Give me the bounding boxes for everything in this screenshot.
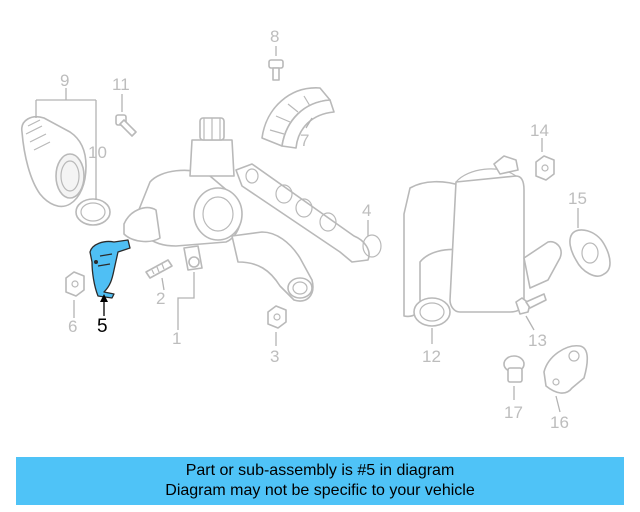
part-catalytic-converter-12[interactable] (403, 155, 562, 327)
part-bracket-16[interactable] (543, 345, 589, 394)
banner-line-2: Diagram may not be specific to your vehi… (165, 482, 475, 499)
callout-4: 4 (362, 201, 371, 220)
callout-7: 7 (300, 131, 309, 150)
callout-6: 6 (68, 317, 77, 336)
part-bolt-8[interactable] (268, 59, 284, 81)
part-gasket-15[interactable] (569, 229, 611, 277)
part-bracket-5-highlighted[interactable] (89, 239, 131, 299)
part-stud-2[interactable] (145, 259, 173, 279)
callout-5-highlighted: 5 (97, 316, 108, 337)
callout-12: 12 (422, 347, 441, 366)
callout-11: 11 (112, 75, 130, 94)
info-banner: Part or sub-assembly is #5 in diagram Di… (16, 457, 624, 505)
part-heat-shield-7[interactable] (261, 87, 335, 149)
part-exhaust-manifold[interactable] (231, 231, 314, 302)
callout-14: 14 (530, 121, 549, 140)
part-bolt-11[interactable] (115, 114, 137, 137)
part-o-ring-10[interactable] (75, 198, 111, 226)
callout-16: 16 (550, 413, 569, 432)
parts-diagram: 9 10 11 8 7 4 14 15 2 1 3 6 12 13 17 16 … (21, 27, 611, 432)
callout-13: 13 (528, 331, 547, 350)
part-intake-hose[interactable] (21, 116, 87, 208)
callout-labels: 9 10 11 8 7 4 14 15 2 1 3 6 12 13 17 16 … (60, 27, 587, 432)
part-turbocharger-1[interactable] (123, 117, 243, 271)
part-bolt-13[interactable] (515, 293, 547, 315)
callout-1: 1 (172, 329, 181, 348)
callout-2: 2 (156, 289, 165, 308)
callout-17: 17 (504, 403, 523, 422)
part-gasket-4[interactable] (235, 163, 382, 263)
part-nut-14[interactable] (535, 155, 555, 181)
banner-line-1: Part or sub-assembly is #5 in diagram (185, 462, 455, 479)
part-nut-6[interactable] (65, 271, 85, 297)
callout-15: 15 (568, 189, 587, 208)
callout-10: 10 (88, 143, 107, 162)
callout-9: 9 (60, 71, 69, 90)
part-plug-17[interactable] (503, 355, 525, 383)
callout-8: 8 (270, 27, 279, 46)
part-nut-3[interactable] (267, 305, 287, 329)
leader-lines (35, 46, 579, 413)
callout-3: 3 (270, 347, 279, 366)
